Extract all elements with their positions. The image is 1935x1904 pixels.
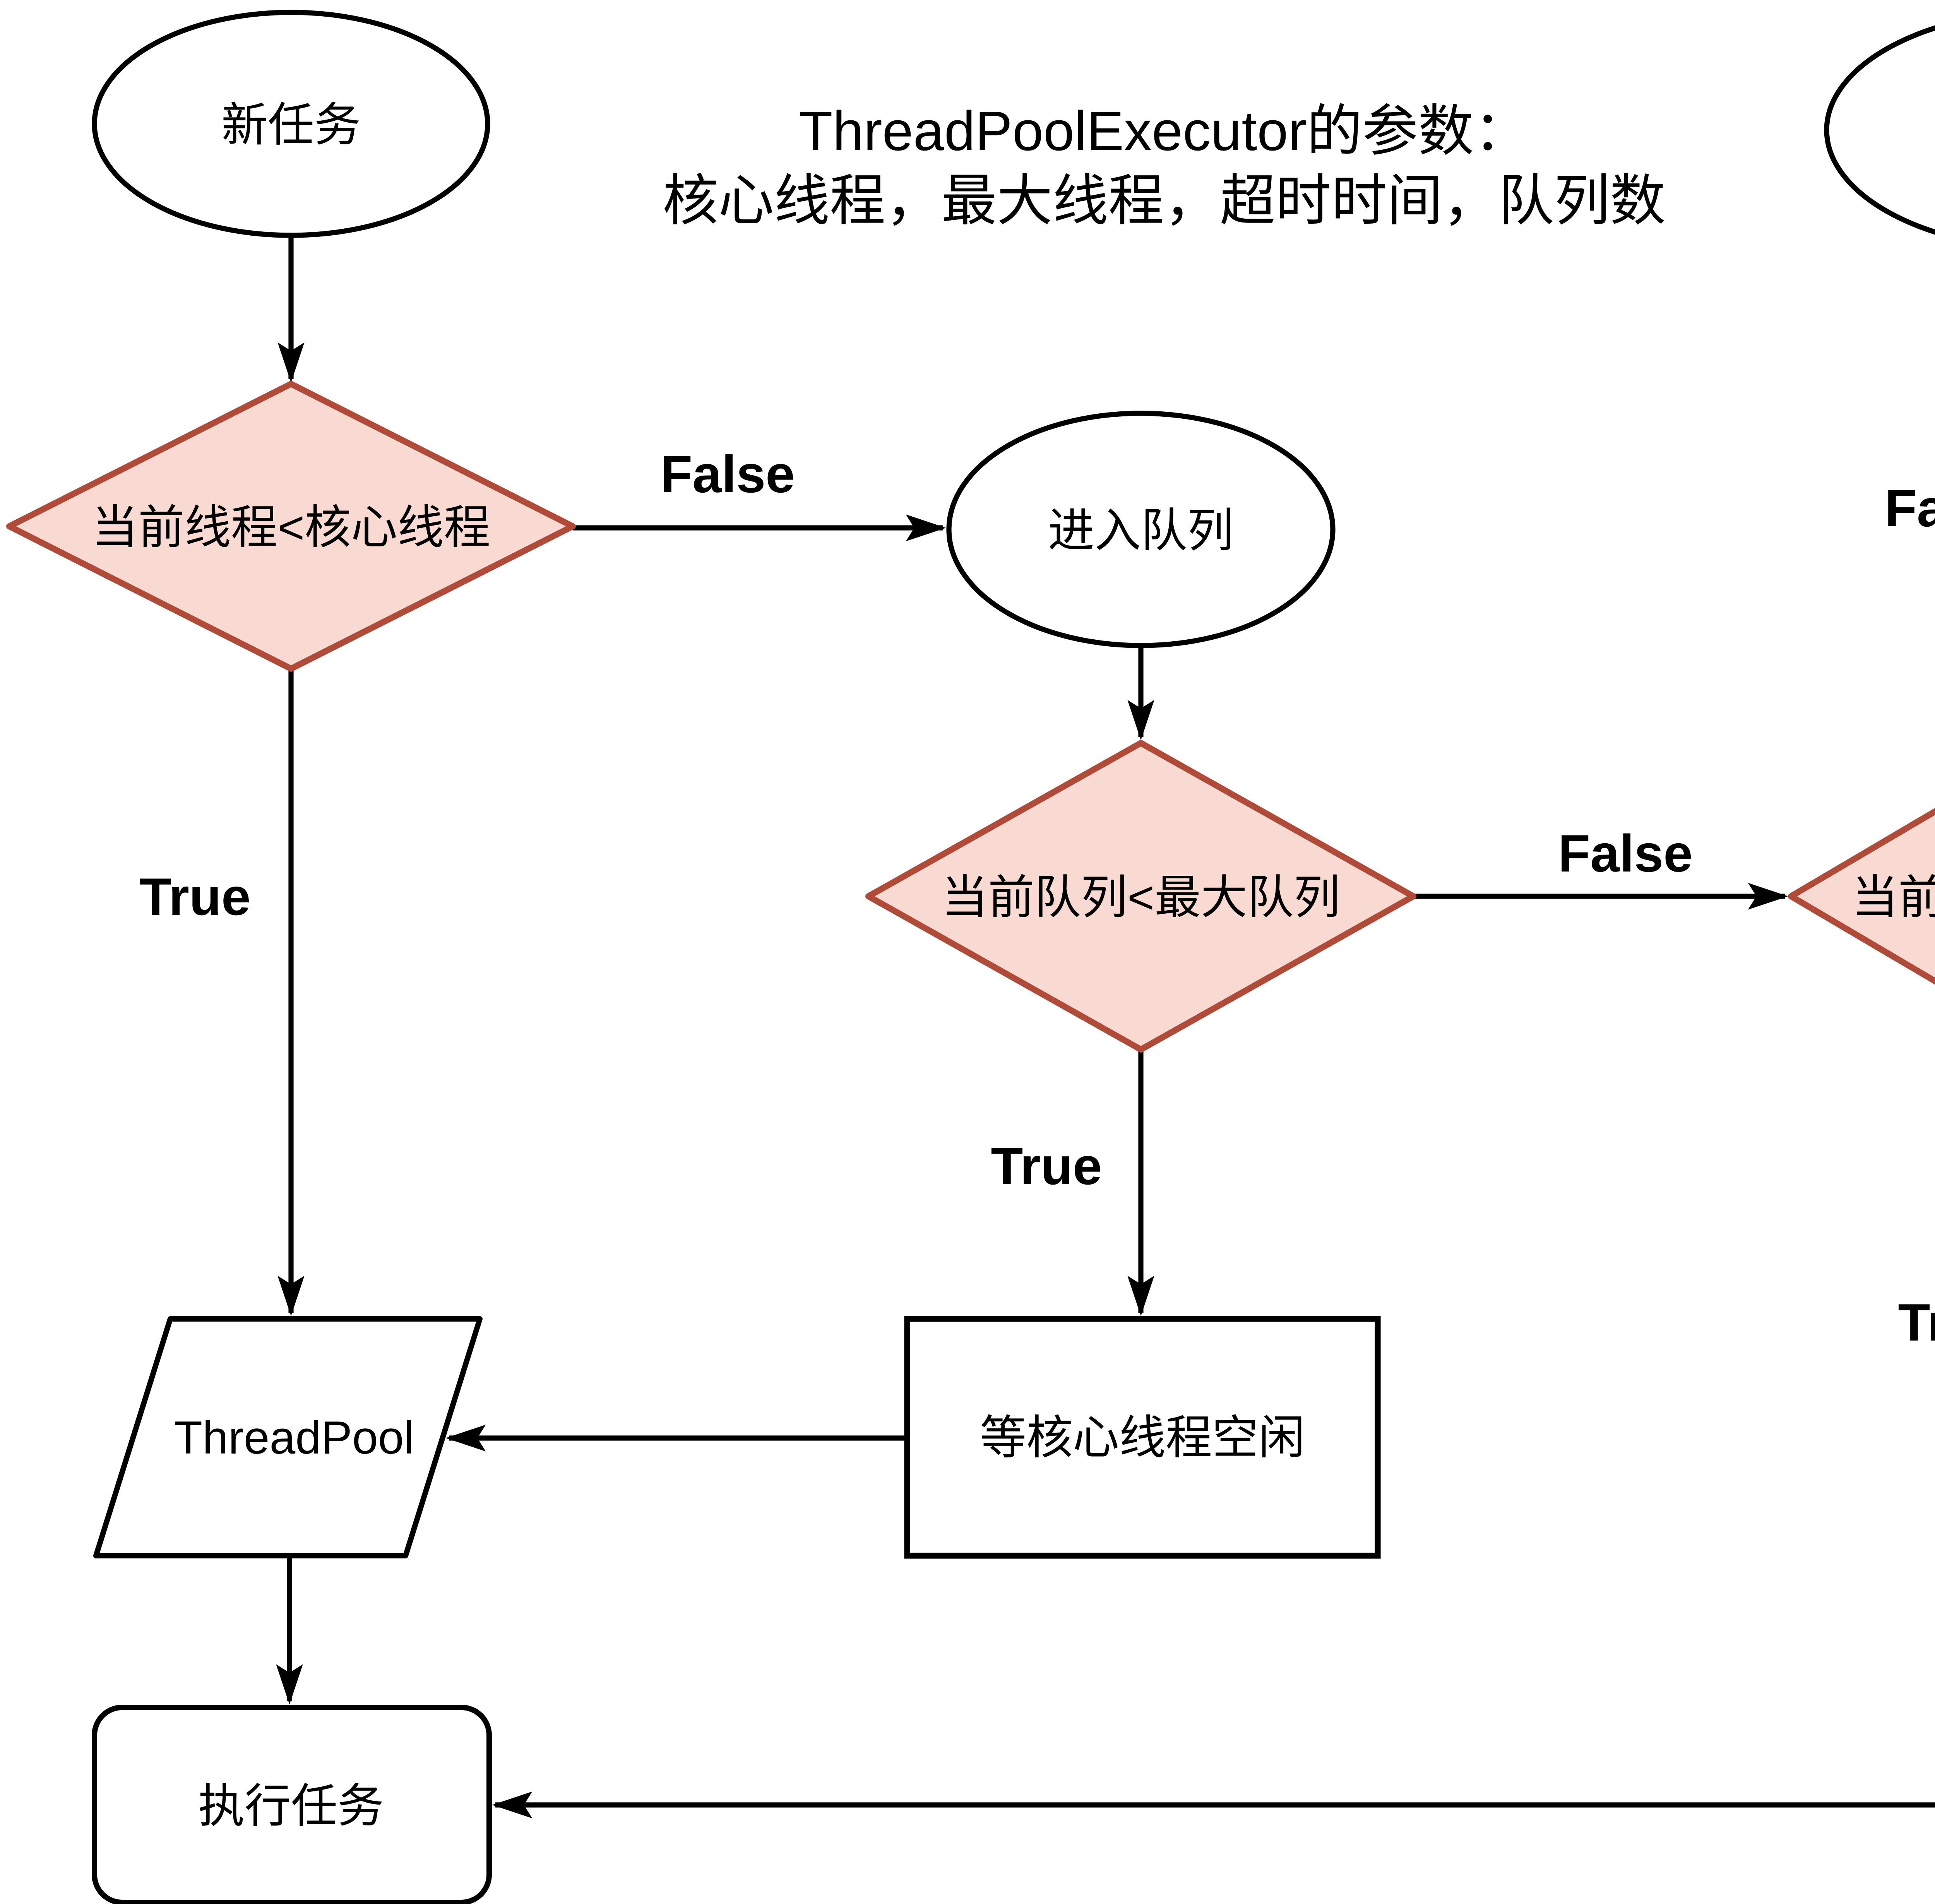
node-check-max-threads: 当前线程<最大线程 bbox=[1788, 808, 1935, 985]
threadpool-label: ThreadPool bbox=[174, 1412, 414, 1464]
enqueue-ellipse bbox=[946, 411, 1336, 648]
edge-label-queue-true: True bbox=[991, 1137, 1102, 1195]
diagram-title-line2: 核心线程，最大线程，超时时间，队列数 bbox=[663, 170, 1666, 232]
check-max-diamond bbox=[1788, 808, 1935, 985]
check-max-label: 当前线程<最大线程 bbox=[1852, 872, 1935, 923]
new-task-label: 新任务 bbox=[221, 99, 361, 151]
check-core-diamond bbox=[6, 381, 576, 672]
threadpool-parallelogram bbox=[93, 1316, 483, 1558]
edge-label-max-false: False bbox=[1885, 479, 1935, 538]
edge-label-core-false: False bbox=[660, 445, 795, 503]
execute-task-label: 执行任务 bbox=[198, 1780, 384, 1832]
node-wait-core-idle: 等核心线程空闲 bbox=[904, 1316, 1381, 1559]
diagram-title: ThreadPoolExecutor的参数： 核心线程，最大线程，超时时间，队列… bbox=[663, 100, 1666, 232]
wait-core-label: 等核心线程空闲 bbox=[980, 1412, 1305, 1464]
new-task-ellipse bbox=[92, 10, 490, 238]
edge-labels: False True False True False True bbox=[139, 445, 1935, 1352]
execute-task-rect bbox=[92, 1705, 492, 1904]
edge-checkmax-true-to-execute bbox=[492, 1791, 1935, 1818]
check-core-label: 当前线程<核心线程 bbox=[92, 502, 490, 553]
enqueue-label: 进入队列 bbox=[1048, 505, 1234, 556]
node-check-queue: 当前队列<最大队列 bbox=[865, 740, 1416, 1053]
edge-label-core-true: True bbox=[139, 867, 250, 926]
check-queue-diamond bbox=[865, 740, 1416, 1053]
node-threadpool: ThreadPool bbox=[93, 1316, 483, 1558]
node-execute-task: 执行任务 bbox=[92, 1705, 492, 1904]
edge-label-queue-false: False bbox=[1558, 824, 1693, 883]
node-enqueue: 进入队列 bbox=[946, 411, 1336, 648]
node-check-core-threads: 当前线程<核心线程 bbox=[6, 381, 576, 672]
diagram-title-line1: ThreadPoolExecutor的参数： bbox=[799, 100, 1530, 162]
edge-label-max-true: True bbox=[1898, 1293, 1935, 1352]
wait-core-rect bbox=[904, 1316, 1381, 1559]
node-new-task: 新任务 bbox=[92, 10, 490, 238]
check-queue-label: 当前队列<最大队列 bbox=[942, 872, 1340, 923]
edges bbox=[276, 235, 1935, 1818]
task-discard-ellipse bbox=[1824, 25, 1935, 235]
node-task-discard: 任务丢弃 bbox=[1824, 25, 1935, 235]
